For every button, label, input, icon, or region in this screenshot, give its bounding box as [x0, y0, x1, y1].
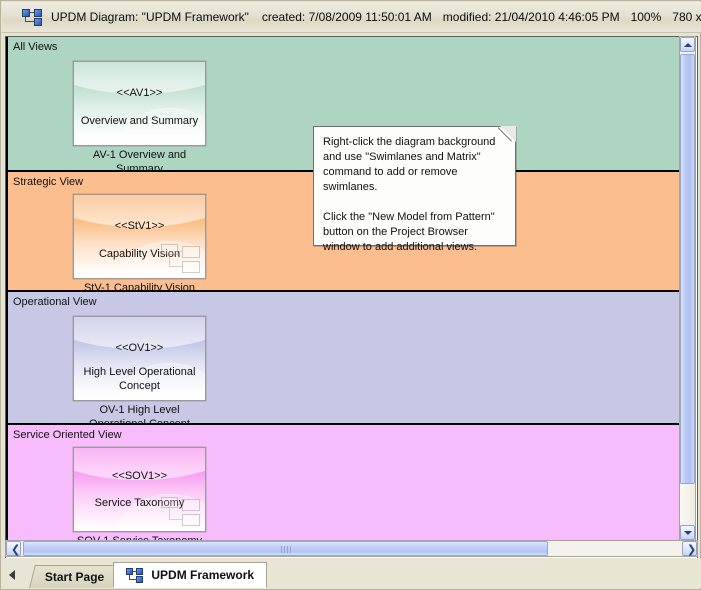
- swimlane-label-strategic-view: Strategic View: [13, 176, 84, 188]
- scroll-right-icon[interactable]: ❯: [682, 541, 697, 556]
- diagram-canvas-frame[interactable]: All Views <<AV1>> Overview and Summary A…: [5, 36, 698, 559]
- swimlane-label-service-oriented-view: Service Oriented View: [13, 429, 122, 441]
- diagram-title-bar: UPDM Diagram: "UPDM Framework" created: …: [2, 2, 701, 33]
- chevron-right-glyph: ❯: [687, 543, 697, 556]
- diagram-title: UPDM Diagram: "UPDM Framework": [51, 10, 249, 24]
- swimlane-operational-view[interactable]: Operational View <<OV1>> High Level Oper…: [6, 292, 683, 430]
- swimlane-left-border: [6, 425, 8, 542]
- swimlane-left-border: [6, 292, 8, 423]
- swimlane-label-operational-view: Operational View: [13, 296, 97, 308]
- vertical-scroll-thumb[interactable]: [680, 54, 695, 484]
- element-stereotype: <<SOV1>>: [111, 470, 168, 482]
- tab-updm-framework[interactable]: UPDM Framework: [113, 562, 268, 588]
- diagram-icon: [22, 8, 44, 26]
- swimlane-left-border: [6, 172, 8, 290]
- element-ov1[interactable]: <<OV1>> High Level Operational Concept: [73, 316, 206, 401]
- element-name: High Level Operational Concept: [83, 366, 196, 392]
- element-av1[interactable]: <<AV1>> Overview and Summary: [73, 61, 206, 146]
- element-caption-stv1: StV-1 Capability Vision: [83, 282, 196, 294]
- horizontal-scrollbar[interactable]: ❮ ❯: [5, 540, 698, 557]
- diagram-size: 780 x 1134: [672, 10, 701, 24]
- horizontal-scroll-thumb[interactable]: [23, 541, 548, 556]
- scroll-thumb-grip: [280, 546, 292, 553]
- chevron-down-icon: [684, 531, 692, 535]
- diagram-icon: [126, 567, 144, 583]
- diagram-canvas[interactable]: All Views <<AV1>> Overview and Summary A…: [6, 37, 683, 542]
- note-text: Right-click the diagram background and u…: [323, 136, 496, 253]
- scroll-left-icon[interactable]: ❮: [6, 541, 21, 556]
- zoom-level: 100%: [630, 10, 662, 24]
- element-stv1[interactable]: <<StV1>> Capability Vision: [73, 194, 206, 279]
- element-stereotype: <<AV1>>: [116, 87, 163, 99]
- chevron-left-glyph: ❮: [11, 543, 21, 556]
- scroll-up-icon[interactable]: [680, 37, 695, 52]
- element-stereotype: <<OV1>>: [115, 342, 164, 354]
- scroll-down-icon[interactable]: [680, 525, 695, 540]
- tab-start-page[interactable]: Start Page: [29, 565, 121, 588]
- vertical-scrollbar[interactable]: [679, 36, 696, 541]
- chevron-up-icon: [684, 43, 692, 47]
- swimlane-service-oriented-view[interactable]: Service Oriented View <<SOV1>> Service T…: [6, 425, 683, 542]
- swimlane-label-all-views: All Views: [13, 41, 58, 53]
- element-caption-sov1: SOV-1 Service Taxonomy View: [76, 535, 203, 542]
- element-stereotype: <<StV1>>: [114, 220, 165, 232]
- modified-timestamp: modified: 21/04/2010 4:46:05 PM: [442, 10, 620, 24]
- tab-label: Start Page: [44, 570, 105, 584]
- element-caption-av1: AV-1 Overview and Summary: [92, 149, 187, 175]
- diagram-tab-bar: Start Page UPDM Framework: [2, 558, 701, 588]
- created-timestamp: created: 7/08/2009 11:50:01 AM: [261, 10, 432, 24]
- tab-label: UPDM Framework: [151, 568, 255, 582]
- element-name: Capability Vision: [98, 248, 181, 260]
- diagram-note[interactable]: Right-click the diagram background and u…: [313, 126, 516, 253]
- tab-prev-icon[interactable]: [2, 560, 24, 588]
- element-name: Overview and Summary: [80, 115, 199, 127]
- swimlane-left-border: [6, 37, 8, 170]
- element-sov1[interactable]: <<SOV1>> Service Taxonomy: [73, 447, 206, 532]
- element-name: Service Taxonomy: [94, 497, 185, 509]
